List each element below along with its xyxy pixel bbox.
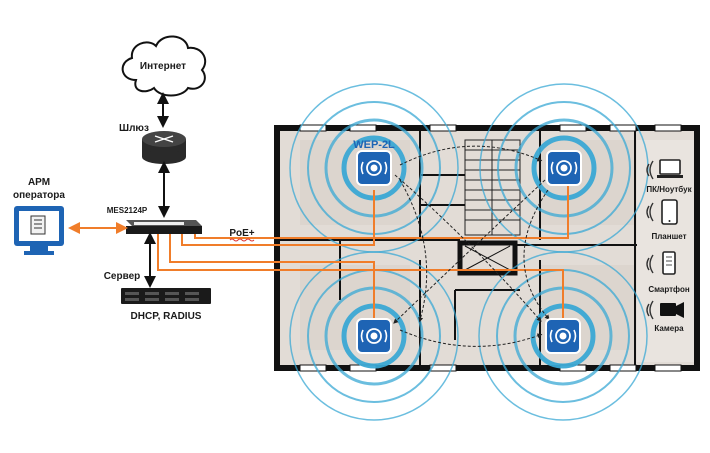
wave-icon: [646, 300, 654, 320]
coverage-ring: [531, 135, 597, 201]
wifi-ap-icon: [360, 160, 388, 176]
client-laptop: ПК/Ноутбук: [646, 159, 693, 194]
switch-icon: [126, 220, 202, 234]
operator-label-line1: АРМ: [28, 177, 50, 188]
dhcp-radius-label: DHCP, RADIUS: [131, 311, 202, 322]
coverage-ring: [514, 118, 614, 218]
server-label: Сервер: [104, 271, 141, 282]
client-label-tablet: Планшет: [651, 232, 686, 241]
cloud-icon: [121, 35, 207, 97]
wave-icon: [646, 160, 654, 180]
internet-label: Интернет: [140, 61, 186, 72]
switch-label: MES2124P: [107, 206, 148, 215]
ap-top-right[interactable]: [546, 150, 582, 186]
ap-bottom-left[interactable]: [356, 318, 392, 354]
poe-underline: [229, 238, 255, 242]
elevator-shaft: [457, 240, 518, 276]
wave-icon: [646, 254, 654, 274]
windows: [299, 124, 682, 372]
wave-icon: [646, 202, 654, 222]
ap-model-label: WEP-2L: [353, 139, 395, 151]
router-icon: [142, 131, 186, 164]
cable-to-ap-top-left: [181, 190, 375, 246]
client-tablet: Планшет: [646, 199, 687, 241]
coverage-ring: [478, 251, 648, 421]
smartphone-icon: [662, 251, 676, 275]
client-camera: Камера: [646, 300, 684, 333]
floor-plan: [274, 124, 700, 372]
wifi-ap-icon: [549, 328, 577, 344]
coverage-ring: [497, 101, 631, 235]
server-icon: [121, 288, 211, 304]
monitor-icon: [14, 206, 64, 255]
roaming-arrows: [393, 145, 550, 347]
cable-to-ap-bottom-right: [157, 232, 564, 320]
client-label-camera: Камера: [654, 324, 684, 333]
poe-cables: [157, 180, 569, 320]
client-label-laptop: ПК/Ноутбук: [646, 185, 692, 194]
client-label-smartphone: Смартфон: [648, 285, 690, 294]
camera-icon: [660, 302, 684, 318]
gateway-label: Шлюз: [119, 123, 149, 134]
outer-walls: [274, 125, 700, 371]
operator-label-line2: оператора: [13, 190, 65, 201]
access-points: [356, 150, 582, 354]
poe-label: PoE+: [229, 228, 254, 239]
wifi-ap-icon: [550, 160, 578, 176]
ap-bottom-right[interactable]: [545, 318, 581, 354]
cable-to-ap-bottom-left: [169, 232, 375, 320]
tablet-icon: [661, 199, 678, 225]
wifi-ap-icon: [360, 328, 388, 344]
ap-top-left[interactable]: [356, 150, 392, 186]
client-devices: ПК/Ноутбук Планшет: [646, 159, 693, 333]
coverage-ring: [289, 251, 459, 421]
laptop-icon: [657, 159, 683, 178]
client-smartphone: Смартфон: [646, 251, 690, 294]
